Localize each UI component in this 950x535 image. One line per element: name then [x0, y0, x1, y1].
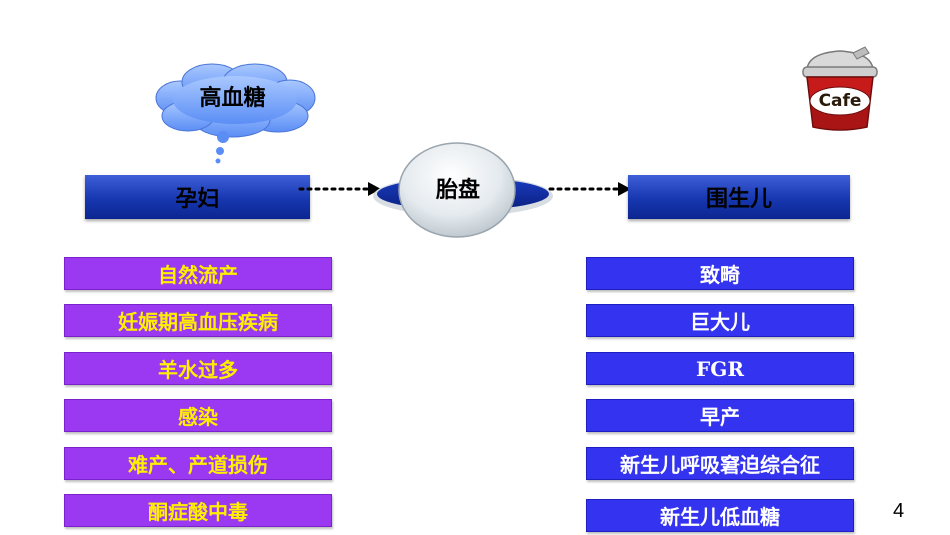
cafe-label: Cafe — [818, 91, 862, 111]
newborn-effect-label: 巨大儿 — [690, 310, 750, 334]
newborn-effect-item: 巨大儿 — [586, 304, 854, 337]
placenta-oval-icon — [373, 142, 553, 238]
mother-banner: 孕妇 — [85, 175, 310, 219]
mother-effect-label: 酮症酸中毒 — [148, 500, 248, 524]
newborn-effect-item: FGR — [586, 352, 854, 385]
newborn-effect-label: FGR — [696, 356, 744, 381]
arrow-mother-to-placenta — [298, 182, 381, 196]
newborn-effect-label: 新生儿呼吸窘迫综合征 — [620, 453, 820, 477]
newborn-effect-item: 新生儿低血糖 — [586, 499, 854, 532]
newborn-effect-label: 新生儿低血糖 — [660, 505, 780, 529]
mother-effect-label: 妊娠期高血压疾病 — [118, 310, 278, 334]
thought-bubbles-icon — [215, 131, 229, 164]
mother-effect-item: 妊娠期高血压疾病 — [64, 304, 332, 337]
mother-effect-label: 难产、产道损伤 — [128, 453, 268, 477]
arrow-placenta-to-newborn — [548, 182, 631, 196]
mother-effect-item: 羊水过多 — [64, 352, 332, 385]
cloud-label: 高血糖 — [199, 86, 266, 111]
mother-effect-item: 酮症酸中毒 — [64, 494, 332, 527]
mother-effect-label: 羊水过多 — [158, 358, 238, 382]
mother-effect-item: 自然流产 — [64, 257, 332, 290]
newborn-effect-item: 致畸 — [586, 257, 854, 290]
mother-effect-label: 感染 — [178, 405, 218, 429]
mother-effect-label: 自然流产 — [158, 263, 238, 287]
newborn-label: 围生儿 — [705, 187, 772, 212]
newborn-effect-item: 新生儿呼吸窘迫综合征 — [586, 447, 854, 480]
page-number: 4 — [893, 500, 905, 522]
placenta-node: 胎盘 — [370, 140, 570, 250]
newborn-effect-label: 致畸 — [700, 263, 740, 287]
cloud-icon — [155, 63, 316, 138]
placenta-label: 胎盘 — [435, 178, 480, 203]
cafe-cup-icon: Cafe — [795, 43, 885, 133]
newborn-banner: 围生儿 — [628, 175, 850, 219]
newborn-effect-item: 早产 — [586, 399, 854, 432]
mother-effect-item: 难产、产道损伤 — [64, 447, 332, 480]
newborn-effect-label: 早产 — [700, 405, 740, 429]
mother-effect-item: 感染 — [64, 399, 332, 432]
hyperglycemia-cloud: 高血糖 — [150, 60, 320, 160]
mother-label: 孕妇 — [175, 187, 220, 212]
